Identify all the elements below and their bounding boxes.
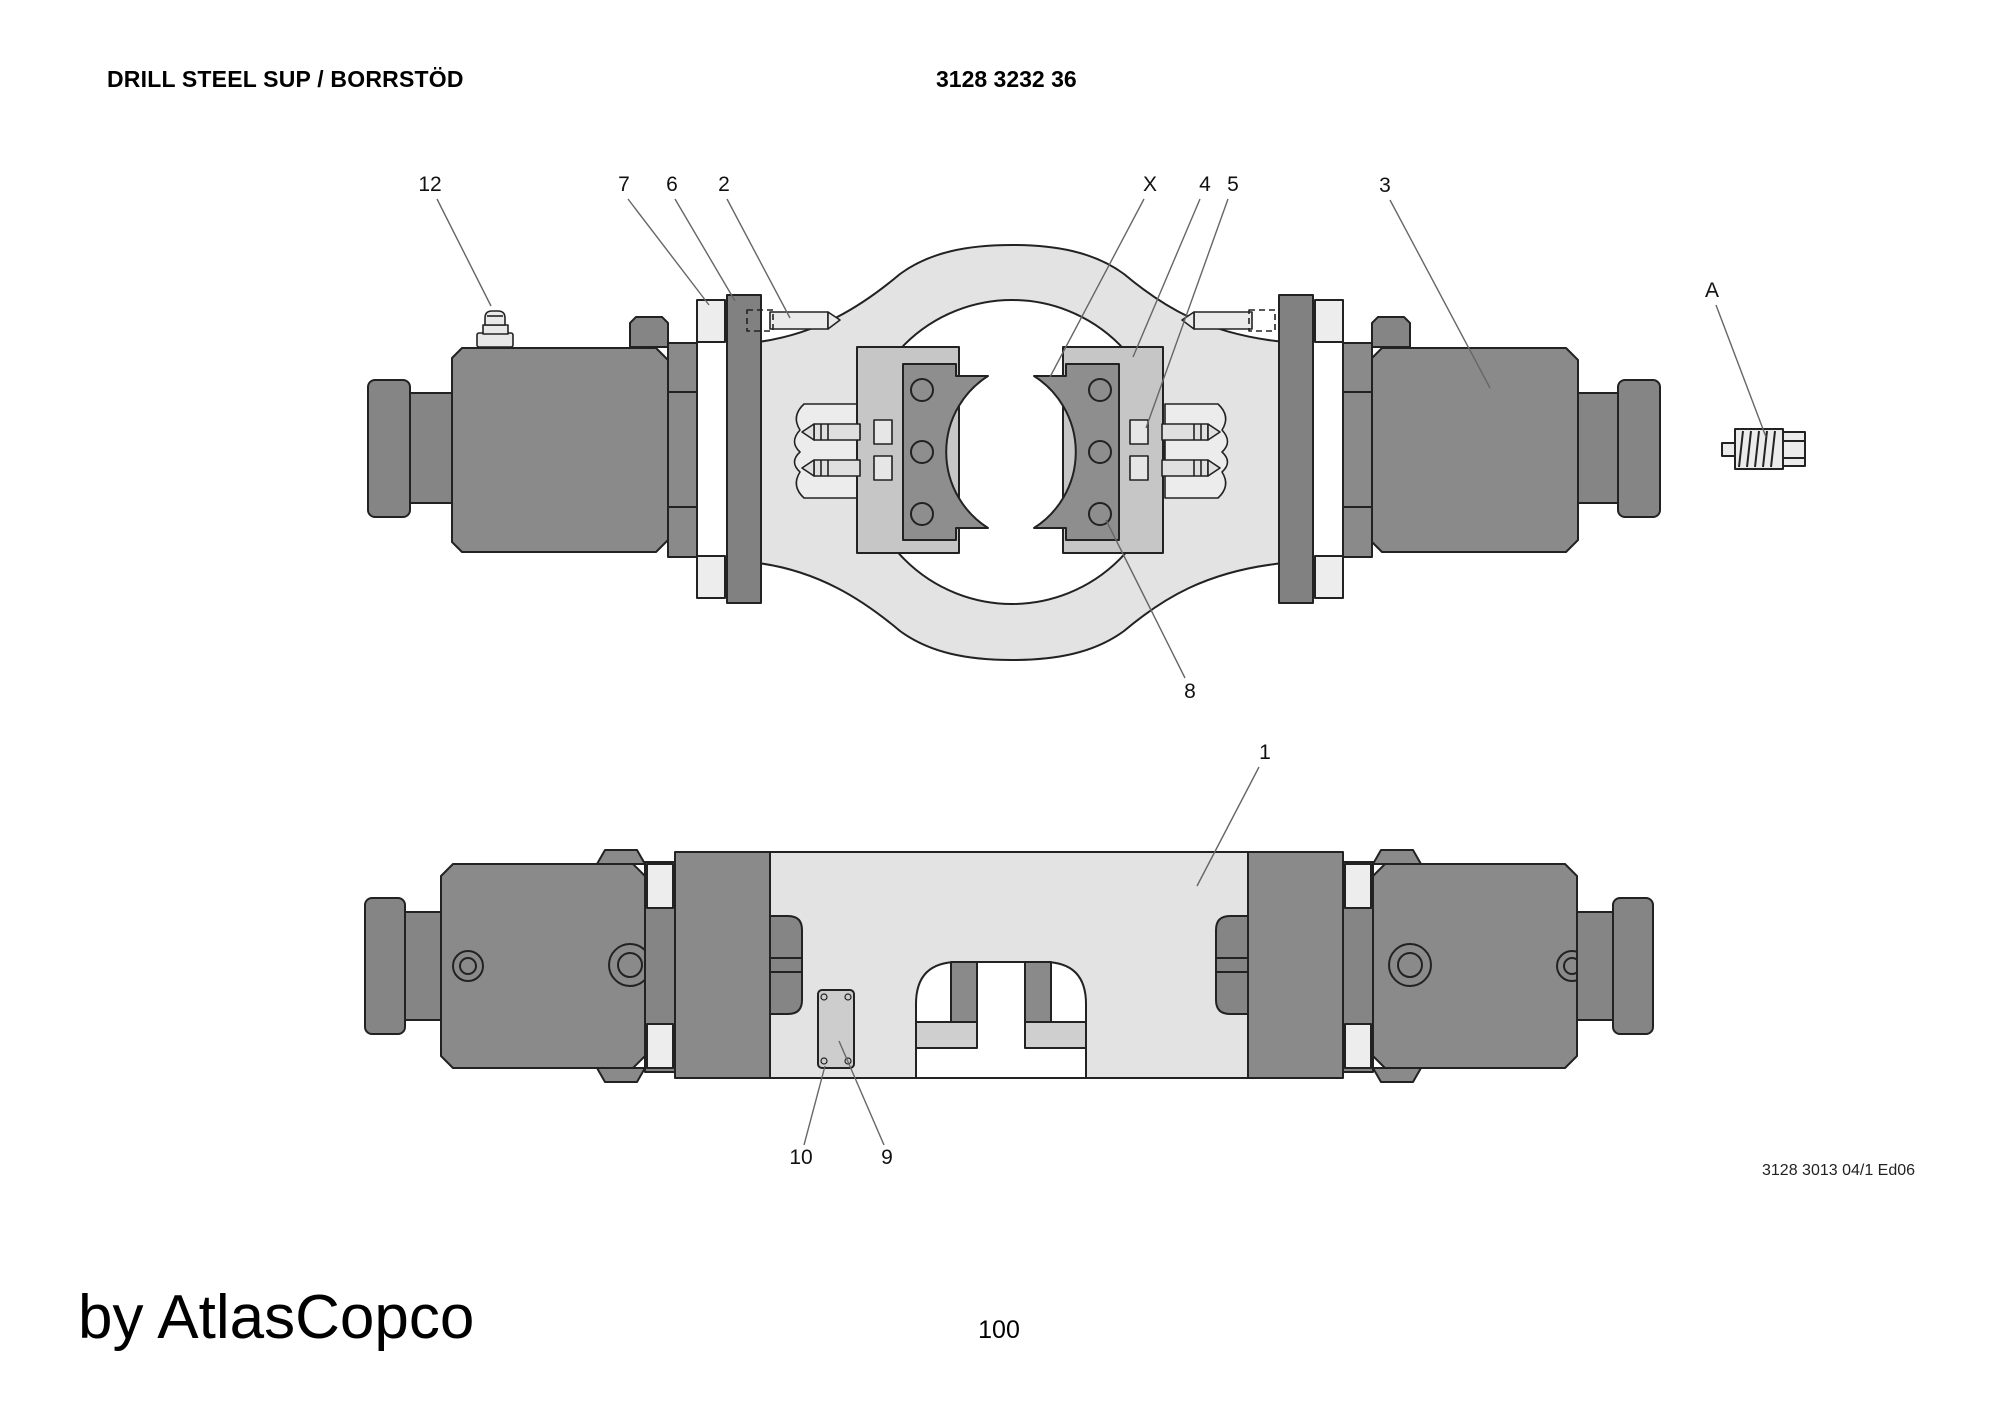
callout-6: 6 [666,173,678,196]
callout-7: 7 [618,173,630,196]
leader-1 [1196,766,1260,887]
right-shaft-bottom [1576,911,1614,1021]
left-nut-bottom [696,555,726,599]
part-a-drawing [1721,428,1806,470]
leader-2 [726,198,791,319]
left-top-bracket [629,316,669,348]
name-plate [817,989,855,1069]
left-shaft [409,392,453,504]
callout-A: A [1704,279,1720,302]
top-view-drawing [367,244,1661,661]
leader-4 [1132,198,1201,358]
grease-nipple [476,310,514,348]
leader-3 [1389,199,1491,389]
right-collar [1342,342,1373,558]
callout-3: 3 [1379,174,1391,197]
right-top-bracket [1371,316,1411,348]
retaining-pins [746,309,1276,332]
callout-8: 8 [1184,680,1196,703]
left-flange-plate [726,294,762,604]
callout-X: X [1142,173,1158,196]
plate-cutout [915,961,1087,1079]
right-flange-plate [1278,294,1314,604]
callout-12: 12 [418,173,442,196]
callout-2: 2 [718,173,730,196]
document-reference: 3128 3013 04/1 Ed06 [1762,1162,1916,1179]
left-cylinder-assembly [367,294,762,604]
cutout-step-left [915,1021,978,1049]
left-spring-pins [801,419,893,481]
callout-1: 1 [1259,741,1271,764]
page-number: 100 [978,1316,1020,1344]
leader-7 [627,198,710,306]
cutout-tab-right [1024,961,1052,1023]
cutout-tab-left [950,961,978,1023]
leader-6 [674,198,736,302]
callout-4: 4 [1199,173,1211,196]
jaw-bolt-holes [910,378,1112,526]
right-end-cap-bottom [1612,897,1654,1035]
right-nut-top [1314,299,1344,343]
part-number: 3128 3232 36 [936,66,1077,92]
leader-9 [838,1040,885,1146]
leader-8 [1105,519,1186,679]
right-clamp-jaw [1033,363,1120,541]
right-end-cap [1617,379,1661,518]
page-title: DRILL STEEL SUP / BORRSTÖD [107,66,464,92]
right-spring-pins [1129,419,1221,481]
bottom-view-drawing [364,849,1654,1083]
left-collar [667,342,698,558]
leader-lines [436,198,1767,1146]
left-shaft-bottom [404,911,442,1021]
leader-5 [1145,198,1229,429]
cutout-step-right [1024,1021,1087,1049]
left-end-cap-bottom [364,897,406,1035]
right-cylinder-assembly [1278,294,1661,604]
right-nut-bottom [1314,555,1344,599]
callout-10: 10 [789,1146,813,1169]
right-flange-band [1247,851,1344,1079]
left-nut-top [696,299,726,343]
left-end-cap [367,379,411,518]
leader-10 [803,1065,826,1146]
leader-X [1049,198,1145,378]
leader-12 [436,198,492,307]
left-bellows [793,403,858,499]
leader-A [1715,304,1767,438]
callout-9: 9 [881,1146,893,1169]
left-cylinder-body [451,347,669,553]
left-cylinder-bottom [364,849,676,1083]
left-flange-band [674,851,771,1079]
brand-text: by AtlasCopco [78,1283,475,1352]
left-clamp-jaw [902,363,989,541]
left-ear [769,915,803,1015]
right-shaft [1577,392,1619,504]
right-cylinder-body [1371,347,1579,553]
right-bellows [1164,403,1229,499]
right-cylinder-bottom [1342,849,1654,1083]
right-ear [1215,915,1249,1015]
callout-5: 5 [1227,173,1239,196]
